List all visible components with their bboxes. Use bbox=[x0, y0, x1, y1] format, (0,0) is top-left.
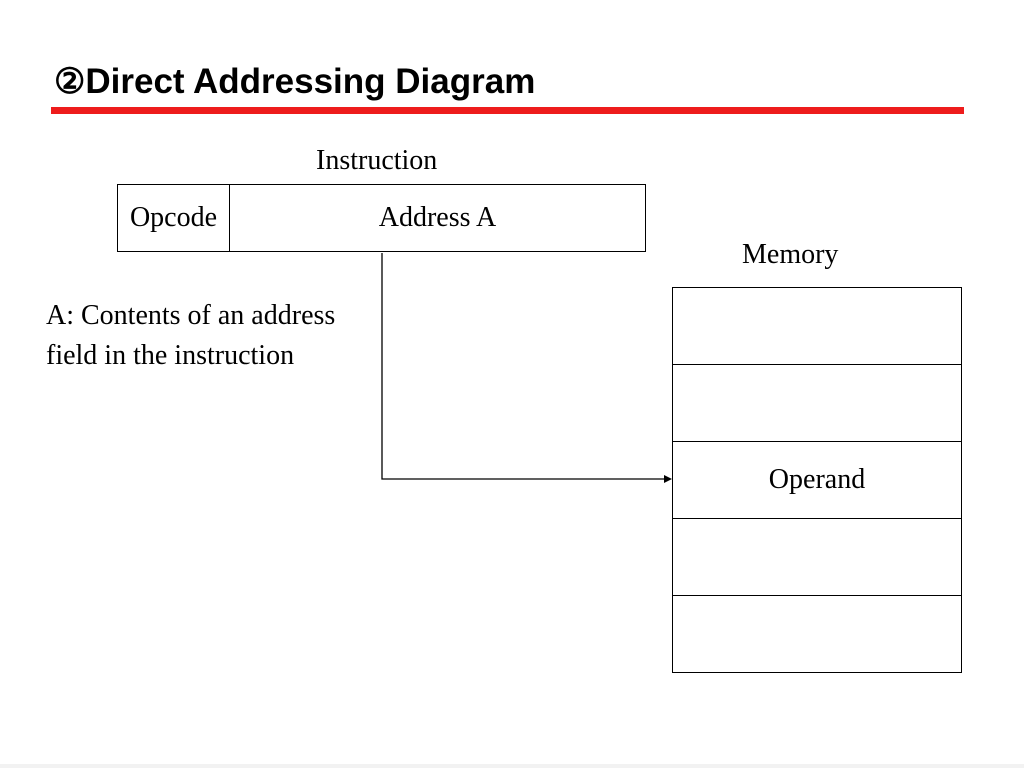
memory-cell bbox=[673, 288, 961, 365]
slide-footer-band bbox=[0, 764, 1024, 768]
memory-cell bbox=[673, 596, 961, 672]
opcode-field: Opcode bbox=[118, 185, 230, 251]
memory-block: Operand bbox=[672, 287, 962, 673]
memory-label: Memory bbox=[742, 239, 839, 270]
instruction-format-box: Opcode Address A bbox=[117, 184, 646, 252]
address-field: Address A bbox=[378, 202, 497, 233]
title-underline bbox=[51, 107, 964, 114]
slide-title: ②Direct Addressing Diagram bbox=[54, 62, 536, 101]
address-note: A: Contents of an address field in the i… bbox=[46, 300, 336, 371]
instruction-label: Instruction bbox=[316, 145, 438, 176]
memory-cell bbox=[673, 519, 961, 596]
memory-cell bbox=[673, 365, 961, 442]
memory-cell-operand: Operand bbox=[673, 442, 961, 519]
